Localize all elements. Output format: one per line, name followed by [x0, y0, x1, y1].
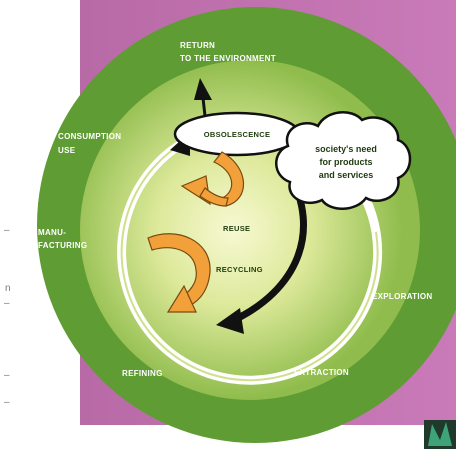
- cloud-text-line2: for products: [320, 157, 373, 167]
- page-edge-mark-4: –: [4, 370, 10, 381]
- label-consumption-line1: CONSUMPTION: [58, 132, 121, 141]
- cloud-text-line3: and services: [319, 170, 374, 180]
- page-edge-mark-2: n: [5, 283, 11, 294]
- label-refining: REFINING: [122, 369, 163, 378]
- label-return-line2: TO THE ENVIRONMENT: [180, 54, 276, 63]
- page-edge-mark-5: –: [4, 397, 10, 408]
- corner-logo-icon: [424, 420, 456, 449]
- label-obsolescence: OBSOLESCENCE: [204, 130, 271, 139]
- label-return-line1: RETURN: [180, 41, 215, 50]
- return-arrow-shaft: [201, 97, 207, 117]
- label-extraction: EXTRACTION: [294, 368, 349, 377]
- label-manufacturing-line2: FACTURING: [38, 241, 87, 250]
- page-edge-mark-3: –: [4, 298, 10, 309]
- label-recycling: RECYCLING: [216, 265, 263, 274]
- label-manufacturing-line1: MANU-: [38, 228, 66, 237]
- return-arrow-icon: [194, 78, 212, 100]
- label-reuse: REUSE: [223, 224, 250, 233]
- label-exploration: EXPLORATION: [372, 292, 433, 301]
- recycling-orange-arrow: [147, 233, 211, 313]
- page-edge-mark-1: –: [4, 225, 10, 236]
- label-consumption-line2: USE: [58, 146, 76, 155]
- cloud-text-line1: society's need: [315, 144, 377, 154]
- white-cycle-path-inner: [120, 139, 379, 382]
- reuse-orange-arrow: [180, 151, 245, 207]
- society-need-cloud: [275, 111, 412, 210]
- black-arrowhead-icon: [216, 308, 244, 334]
